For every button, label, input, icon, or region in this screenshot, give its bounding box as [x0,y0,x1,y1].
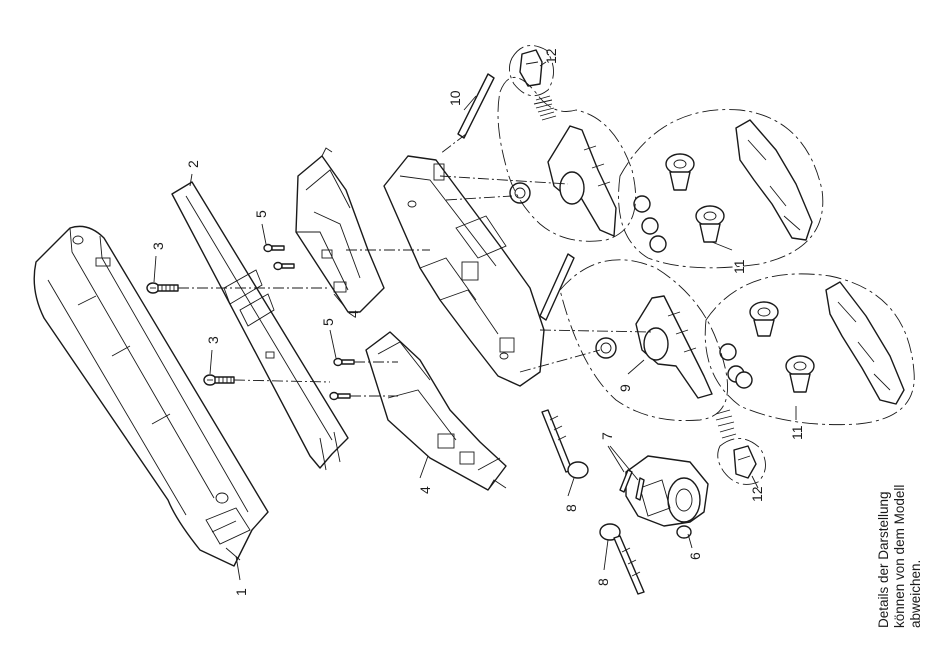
callout-12-upper: 12 [543,48,559,64]
callout-8-lower: 8 [595,578,611,586]
small-screw-part-d [330,393,350,400]
callout-11-upper: 11 [731,259,747,274]
gear-part-set-a [634,196,666,252]
bogie-frame-part-lower [636,296,712,398]
note-line-3: abweichen. [908,560,923,628]
leader-line-8b [604,540,608,570]
callout-9: 9 [617,384,633,392]
leader-line-3a [154,256,156,282]
callout-4-lower: 4 [417,486,433,494]
leader-line-3b [210,350,212,374]
callout-11-lower: 11 [789,425,805,440]
assembly-line-shaft-upper [440,134,466,154]
callout-12-lower: 12 [749,486,765,502]
small-screw-part-a [264,245,284,252]
callout-3-lower: 3 [205,336,221,344]
wheelset-part-lower-b [786,356,814,392]
wheelset-part-lower-a [750,302,778,336]
leader-line-5b [330,330,336,358]
callout-1: 1 [233,588,249,596]
note-line-1: Details der Darstellung [876,491,891,628]
leader-line-7a [608,446,624,472]
assembly-line-lower-bogie-a [540,330,652,332]
callout-5-upper: 5 [253,210,269,218]
screw-part-lower [204,375,234,385]
leader-line-8a [568,478,574,496]
leader-line-7b [610,446,638,480]
side-frame-part-upper [736,120,812,240]
leader-line-9 [628,360,644,374]
screw-part-upper [147,283,178,293]
wheelset-part-upper-b [696,206,724,242]
assembly-line-upper-bogie-a [440,176,568,184]
wheelset-part-upper-a [666,154,694,190]
worm-shaft-part-upper [542,410,588,478]
callout-7: 7 [599,432,615,440]
callout-10: 10 [447,90,463,106]
callout-8-upper: 8 [563,504,579,512]
gear-part-lower-bogie [596,338,616,358]
side-frame-part-lower [826,282,904,404]
callout-5-lower: 5 [320,318,336,326]
small-screw-part-b [274,263,294,270]
bogie-frame-part-upper [548,126,616,236]
callout-3-upper: 3 [150,242,166,250]
coupler-part-lower [734,446,756,478]
leader-line-5a [262,224,266,244]
spring-part-upper [534,96,556,120]
leader-line-4b [420,456,428,478]
drive-shaft-part-upper [458,74,494,138]
callout-2: 2 [185,160,201,168]
callout-4-upper: 4 [345,310,361,318]
drive-shaft-part-lower [540,254,574,320]
callout-6: 6 [687,552,703,560]
note-line-2: können von dem Modell [892,485,907,628]
leader-line-11a [712,242,732,250]
frame-bracket-part-upper [296,148,384,312]
spring-part-lower [716,410,736,438]
small-screw-part-c [334,359,354,366]
